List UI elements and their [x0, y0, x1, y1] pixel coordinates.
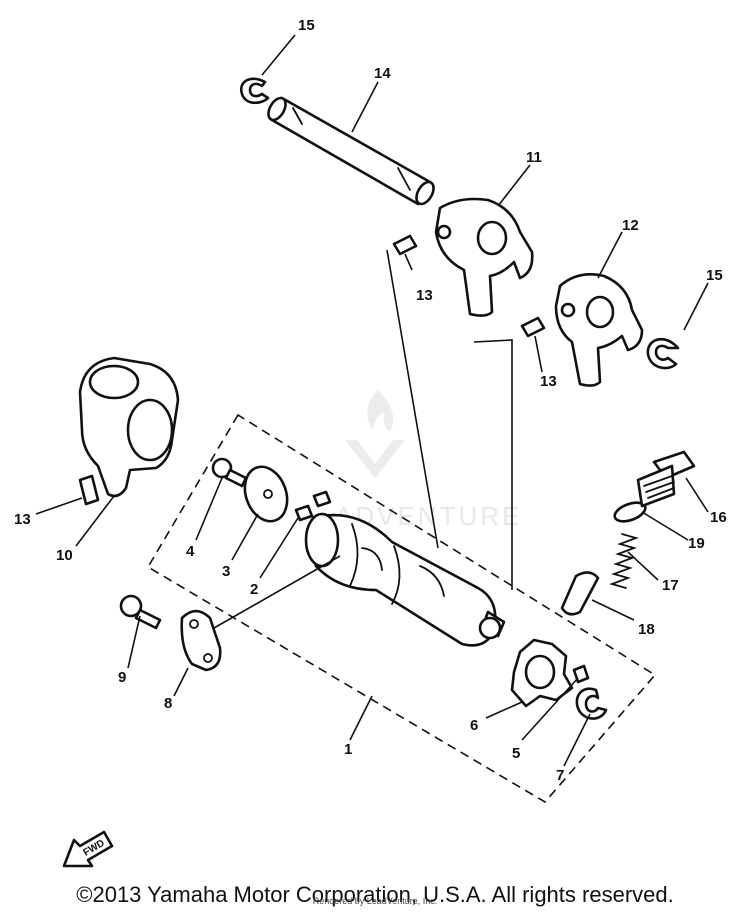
- shift-fork-11: [434, 197, 534, 317]
- watermark-logo: ADVENTURE: [335, 390, 519, 531]
- screw-9: [119, 594, 162, 630]
- callout-19: 19: [688, 535, 705, 552]
- stopper-plate-8: [180, 609, 222, 672]
- dowel-pins-2: [294, 490, 332, 522]
- bolt-16: [636, 450, 696, 508]
- guide-pin-13-right: [520, 316, 546, 338]
- callout-12: 12: [622, 217, 639, 234]
- callout-13-right: 13: [540, 373, 557, 390]
- spring-17: [609, 533, 639, 589]
- e-clip-15-right: [646, 337, 680, 370]
- gasket-19: [613, 501, 647, 523]
- callout-16: 16: [710, 509, 727, 526]
- shift-cam-drum-1: [304, 512, 506, 647]
- callout-leaders: [35, 34, 709, 767]
- callout-15-right: 15: [706, 267, 723, 284]
- rendered-by-credit: Rendered by LeadVenture, Inc.: [312, 896, 438, 906]
- shift-fork-10: [78, 356, 180, 498]
- leader-pin-to-cam-a: [386, 249, 439, 549]
- callout-13-upper: 13: [416, 287, 433, 304]
- plate-3: [243, 465, 289, 523]
- segment-star-6: [510, 638, 574, 708]
- stopper-pin-18: [560, 571, 600, 616]
- callout-7: 7: [556, 767, 564, 784]
- callout-13-left: 13: [14, 511, 31, 528]
- e-clip-15-top: [239, 77, 270, 105]
- callout-18: 18: [638, 621, 655, 638]
- callout-15-top: 15: [298, 17, 315, 34]
- callout-3: 3: [222, 563, 230, 580]
- callout-5: 5: [512, 745, 520, 762]
- callout-11: 11: [526, 149, 542, 166]
- callout-8: 8: [164, 695, 172, 712]
- callout-9: 9: [118, 669, 126, 686]
- callout-6: 6: [470, 717, 478, 734]
- callout-10: 10: [56, 547, 73, 564]
- circlip-7: [575, 687, 608, 720]
- callout-17: 17: [662, 577, 679, 594]
- copyright-notice: ©2013 Yamaha Motor Corporation, U.S.A. A…: [76, 882, 674, 907]
- leader-pin-to-cam-b: [473, 339, 513, 590]
- fwd-arrow-icon: FWD: [62, 830, 114, 868]
- shift-fork-12: [554, 273, 644, 387]
- shift-fork-guide-bar-14: [267, 96, 435, 206]
- callout-2: 2: [250, 581, 258, 598]
- screw-4: [211, 457, 248, 488]
- guide-pin-13-left: [78, 474, 100, 506]
- guide-pin-13-upper: [392, 234, 418, 256]
- shift-cam-assembly-boundary: [146, 413, 657, 804]
- callout-1: 1: [344, 741, 352, 758]
- callout-14: 14: [374, 65, 391, 82]
- callout-4: 4: [186, 543, 195, 560]
